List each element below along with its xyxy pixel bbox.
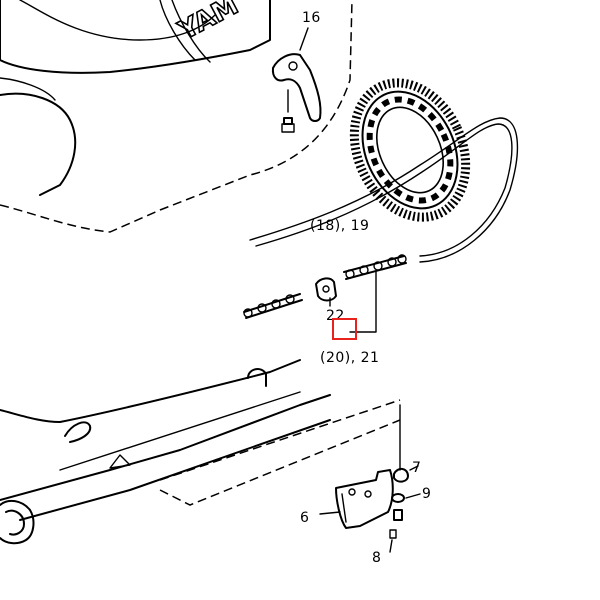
callout-chain-guide: 6 xyxy=(300,510,309,526)
master-link xyxy=(315,277,337,307)
callout-chain: (20), 21 xyxy=(320,350,379,366)
rear-sprocket xyxy=(349,78,471,222)
callout-bolt-top: 7 xyxy=(412,460,421,476)
chain-segment-long xyxy=(343,254,407,280)
chain-guide xyxy=(335,469,394,529)
callout-seat-bracket: 16 xyxy=(302,10,321,26)
callout-bolt-bottom: 8 xyxy=(372,550,381,566)
callout-sprocket: (18), 19 xyxy=(310,218,369,234)
washer xyxy=(391,493,421,503)
guide-leader xyxy=(319,511,341,515)
drive-chain-loop xyxy=(249,117,519,263)
seat-bracket xyxy=(271,27,322,133)
callout-washer: 9 xyxy=(422,486,431,502)
chain-segment-short xyxy=(243,293,303,319)
seat-brand-lettering: YAM xyxy=(173,0,243,47)
highlight-box[interactable] xyxy=(332,318,357,340)
callout-chain-joint: 22 xyxy=(326,308,345,324)
bolt-bottom xyxy=(389,509,403,553)
seat: YAM xyxy=(0,0,353,233)
swingarm xyxy=(0,359,401,545)
chain-callout-leader xyxy=(349,271,377,333)
bolt-top xyxy=(393,465,419,483)
